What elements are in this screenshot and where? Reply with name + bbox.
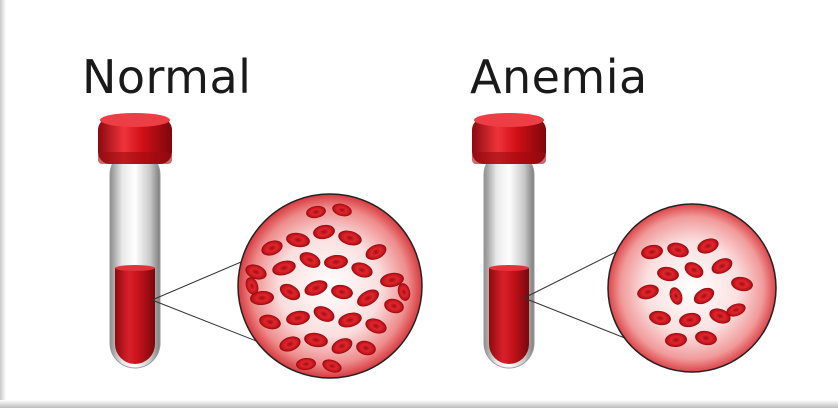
anemia-test-tube	[472, 113, 546, 368]
anemia-magnified-view	[608, 204, 776, 372]
normal-tube-cap	[98, 113, 172, 164]
normal-magnified-view	[238, 194, 422, 378]
anemia-tube-cap	[472, 113, 546, 164]
normal-test-tube	[98, 113, 172, 368]
